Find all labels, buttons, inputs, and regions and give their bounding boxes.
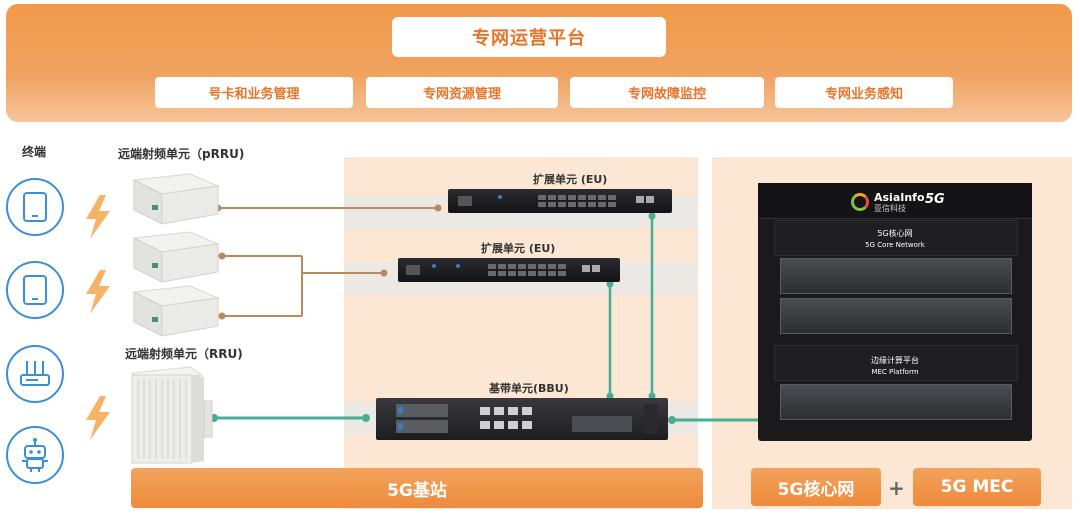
rack-brand-cn: 亚信科技: [874, 204, 906, 213]
eu2-device: [398, 258, 620, 282]
rru-device: [130, 366, 213, 464]
module-perception[interactable]: 专网业务感知: [775, 77, 953, 108]
lightning-icon: [86, 396, 110, 440]
prru-device: [132, 231, 220, 283]
lightning-icon: [86, 195, 110, 239]
eu1-device: [448, 189, 672, 213]
lightning-icon: [86, 270, 110, 314]
router-icon: [6, 345, 64, 403]
core-label-panel: [774, 220, 1018, 256]
prru-title: 远端射频单元（pRRU): [118, 147, 245, 161]
core-server-2: [780, 298, 1012, 334]
base-station-label: 5G基站: [131, 468, 703, 508]
asiainfo-logo-icon: [851, 193, 869, 211]
rack-header: [758, 183, 1032, 219]
mec-label-panel: [774, 345, 1018, 381]
tablet-icon: [6, 261, 64, 319]
terminal-title: 终端: [22, 145, 47, 159]
mec-label: 5G MEC: [913, 468, 1041, 506]
core-en-caption: 5G Core Network: [865, 241, 925, 249]
core-cn-caption: 5G核心网: [877, 229, 913, 238]
plus-sign: +: [888, 476, 905, 500]
core-network-label: 5G核心网: [751, 468, 881, 506]
tablet-icon: [6, 178, 64, 236]
prru-device: [132, 173, 220, 225]
bbu-device: [376, 398, 668, 440]
mec-cn-caption: 边缘计算平台: [871, 356, 919, 365]
bbu-label: 基带单元(BBU): [489, 382, 569, 395]
module-sim-business[interactable]: 号卡和业务管理: [155, 77, 353, 108]
prru-device: [132, 285, 220, 337]
robot-icon: [6, 426, 64, 484]
mec-en-caption: MEC Platform: [871, 368, 919, 376]
core-server-1: [780, 258, 1012, 294]
eu2-label: 扩展单元 (EU): [481, 242, 556, 255]
rru-title: 远端射频单元（RRU): [125, 347, 243, 361]
module-fault[interactable]: 专网故障监控: [570, 77, 764, 108]
eu1-label: 扩展单元 (EU): [533, 173, 608, 186]
mec-server: [780, 384, 1012, 420]
platform-title: 专网运营平台: [392, 17, 666, 57]
rack-5g-badge: 5G: [925, 192, 945, 207]
module-resource[interactable]: 专网资源管理: [366, 77, 558, 108]
rack-brand: AsiaInfo: [874, 191, 925, 204]
